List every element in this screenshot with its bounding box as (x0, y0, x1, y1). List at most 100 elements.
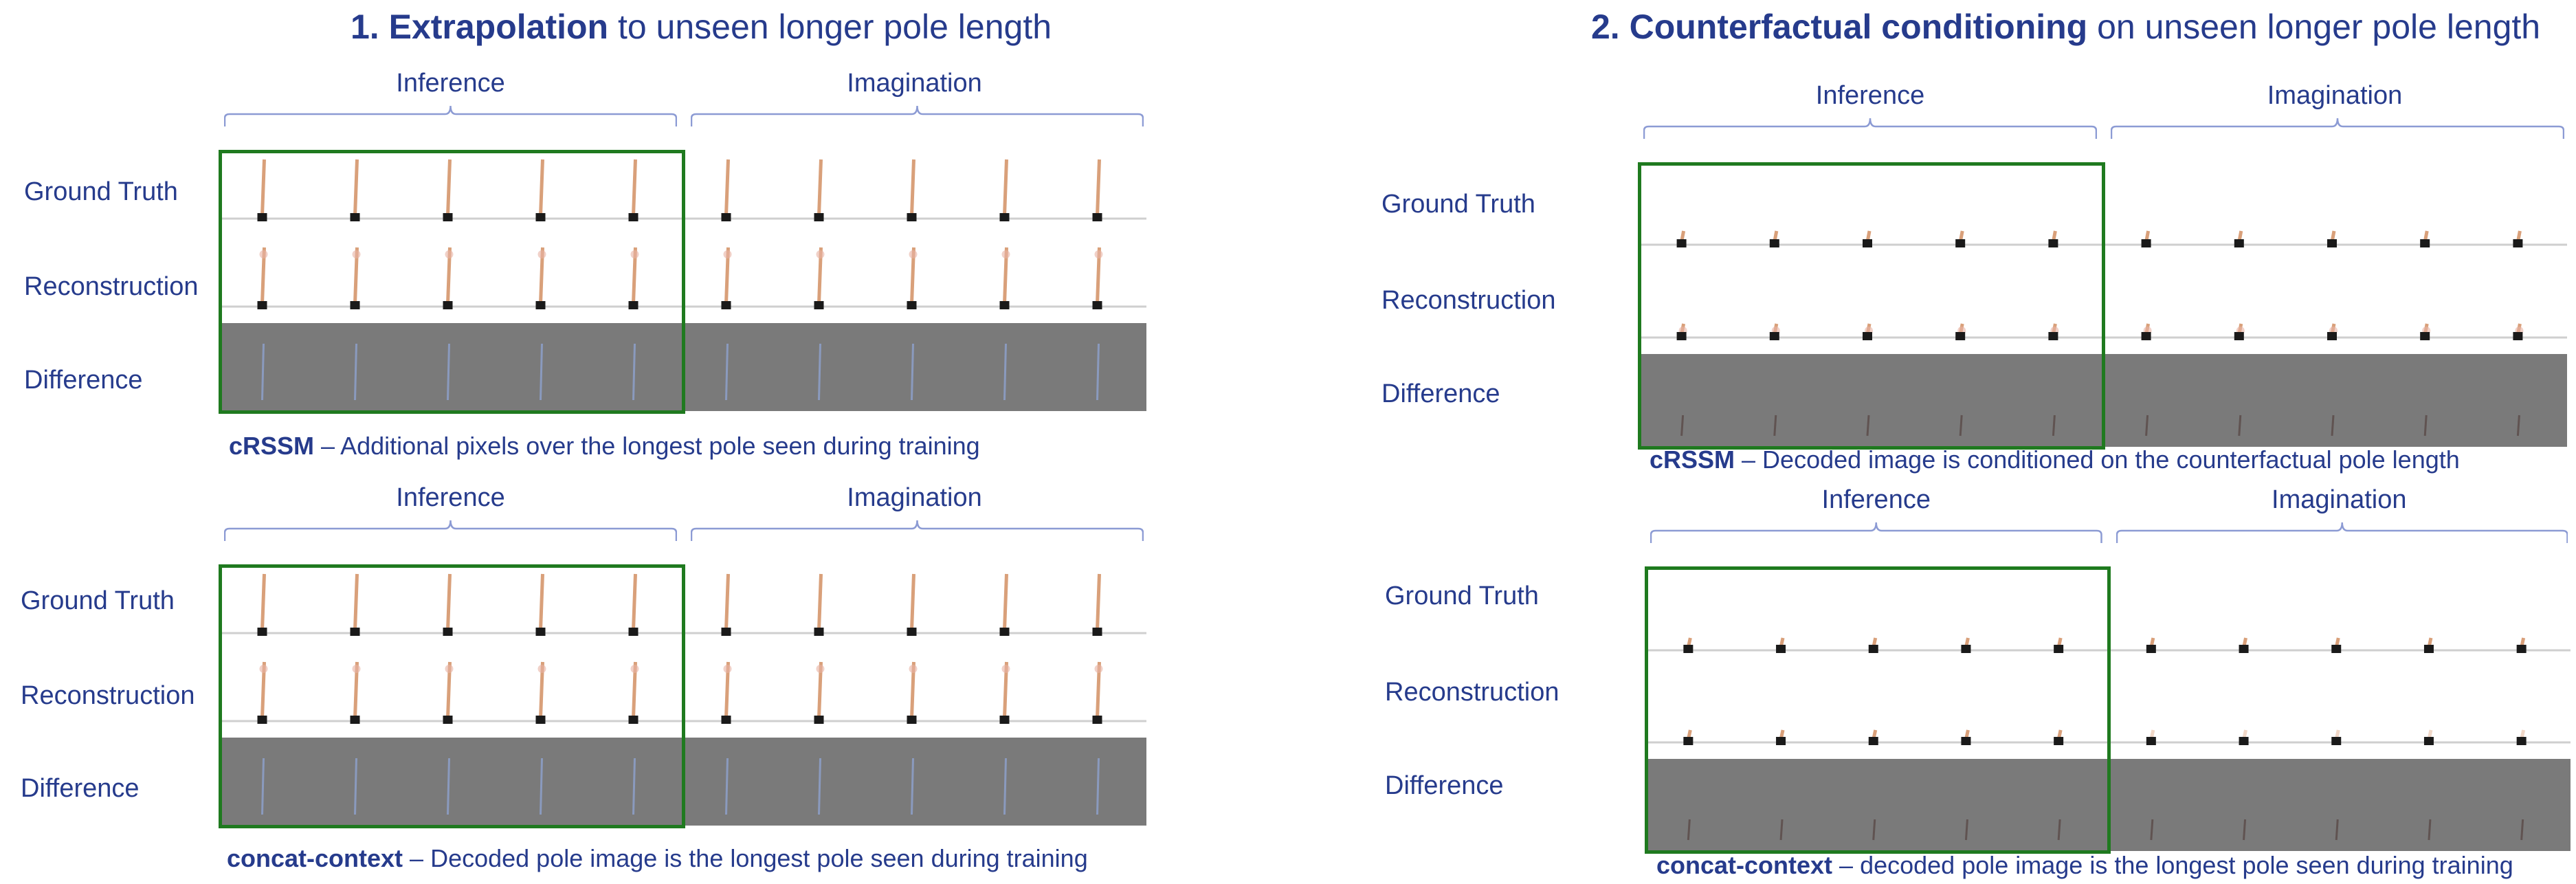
pole (1096, 159, 1101, 217)
difference-frame (911, 758, 914, 815)
ground-truth-frame (2420, 230, 2430, 247)
ground-truth-frame (257, 159, 267, 221)
pole (539, 573, 544, 631)
difference-frame (2145, 415, 2149, 437)
reconstruction-artifact (723, 250, 732, 258)
cart (350, 301, 360, 309)
cart (1776, 645, 1786, 653)
pole (632, 159, 637, 217)
difference-mark (1872, 819, 1876, 841)
cart (2513, 332, 2523, 340)
reconstruction-artifact (816, 250, 825, 258)
ground-truth-frame (443, 159, 453, 221)
difference-mark (447, 758, 450, 815)
difference-mark (2243, 819, 2247, 841)
difference-mark (1096, 343, 1100, 401)
cart (257, 213, 267, 221)
pole (910, 573, 915, 631)
reconstruction-artifact (1094, 665, 1103, 673)
reconstruction-frame (2327, 323, 2338, 340)
ground-truth-frame (257, 573, 267, 636)
ground-truth-frame (907, 159, 917, 221)
reconstruction-frame (1769, 323, 1780, 340)
difference-frame (1959, 415, 1963, 437)
reconstruction-frame (2141, 323, 2152, 340)
cart (350, 213, 360, 221)
cart (907, 301, 917, 309)
reconstruction-frame (443, 247, 454, 309)
imagination-label: Imagination (847, 69, 982, 98)
difference-mark (540, 343, 543, 401)
ground-truth-frame (721, 573, 731, 636)
imagination-label: Imagination (847, 483, 982, 512)
block-caption: cRSSM – Decoded image is conditioned on … (1650, 445, 2460, 474)
difference-frame (447, 758, 450, 815)
reconstruction-frame (907, 247, 918, 309)
cart (907, 628, 917, 636)
difference-frame (2423, 415, 2428, 437)
row-label-difference: Difference (1381, 379, 1500, 408)
ground-truth-frame (628, 573, 639, 636)
pole (724, 159, 730, 217)
difference-mark (2423, 415, 2428, 437)
pole (817, 159, 823, 217)
difference-mark (2238, 415, 2242, 437)
cart (2234, 239, 2244, 247)
difference-frame (1680, 415, 1685, 437)
reconstruction-frame (1868, 729, 1878, 745)
cart (2516, 737, 2527, 745)
cart (257, 628, 267, 636)
difference-mark (632, 343, 636, 401)
inference-label: Inference (396, 483, 505, 512)
cart (535, 213, 546, 221)
block-caption: cRSSM – Additional pixels over the longe… (229, 432, 980, 461)
difference-frame (2238, 415, 2242, 437)
difference-mark (1773, 415, 1777, 437)
imagination-brace (2111, 118, 2564, 139)
pole (1003, 573, 1008, 631)
difference-mark (2145, 415, 2149, 437)
ground-truth-frame (1092, 573, 1102, 636)
reconstruction-frame (535, 247, 546, 309)
cart (999, 716, 1010, 724)
pole (446, 159, 452, 217)
reconstruction-artifact (630, 250, 639, 258)
reconstruction-artifact (1001, 665, 1010, 673)
cart (2146, 737, 2156, 745)
ground-truth-frame (2516, 637, 2527, 653)
imagination-brace (691, 105, 1144, 126)
inference-frame-box (219, 150, 685, 414)
cart (814, 213, 824, 221)
pole (1096, 573, 1101, 631)
reconstruction-frame (2048, 323, 2059, 340)
cart (1863, 239, 1872, 247)
inference-frame-box (219, 564, 685, 828)
reconstruction-frame (257, 247, 268, 309)
reconstruction-frame (721, 661, 732, 724)
cart (2516, 645, 2527, 653)
difference-frame (725, 758, 729, 815)
caption-model-name: concat-context (227, 844, 403, 872)
ground-truth-frame (2054, 637, 2064, 653)
difference-mark (818, 343, 821, 401)
difference-frame (911, 343, 914, 401)
difference-mark (1096, 758, 1100, 815)
cart (2423, 645, 2434, 653)
difference-mark (2335, 819, 2339, 841)
ground-truth-frame (1868, 637, 1878, 653)
cart (814, 628, 824, 636)
difference-frame (2150, 819, 2154, 841)
cart (999, 301, 1010, 309)
cart (1868, 645, 1878, 653)
cart (907, 213, 917, 221)
row-label-ground-truth: Ground Truth (24, 177, 178, 206)
cart (721, 301, 731, 309)
difference-mark (725, 343, 729, 401)
reconstruction-artifact (352, 665, 361, 673)
panel-1-title: 1. Extrapolation to unseen longer pole l… (351, 7, 1052, 47)
difference-frame (261, 343, 265, 401)
difference-mark (1680, 415, 1685, 437)
row-label-ground-truth: Ground Truth (1385, 582, 1539, 610)
cart (350, 716, 360, 724)
reconstruction-artifact (1094, 250, 1103, 258)
